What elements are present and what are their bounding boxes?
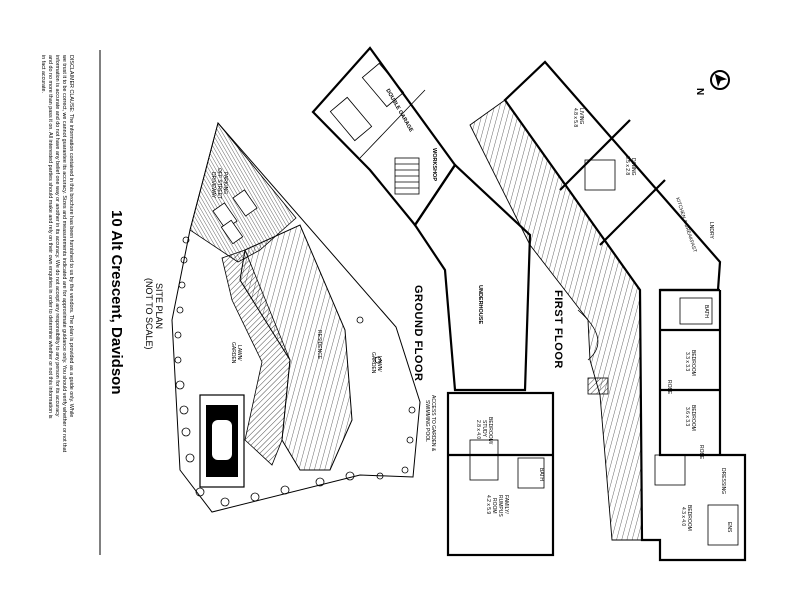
room-label: ROOM bbox=[491, 498, 497, 514]
car-icon bbox=[220, 219, 244, 245]
underhouse-walls bbox=[413, 163, 532, 392]
disclaimer-line-2: we trust it to be correct, we cannot gua… bbox=[61, 54, 67, 453]
disclaimer-line-1: DISCLAIMER CLAUSE: The information conta… bbox=[68, 55, 74, 417]
site-plan: DRIVEWAY OFF STREET PARKING RESIDENCE LA… bbox=[144, 121, 421, 513]
family-dim: 4.2 x 5.9 bbox=[485, 495, 491, 514]
access-label-b: SWIMMING POOL bbox=[424, 400, 430, 442]
north-label: N bbox=[694, 88, 705, 95]
workshop-label: WORKSHOP bbox=[431, 148, 437, 181]
dining-label: DINING bbox=[630, 158, 636, 176]
ensuite-room bbox=[707, 504, 739, 546]
car-icon bbox=[232, 189, 258, 217]
workshop-divider bbox=[359, 89, 426, 159]
lower-stairs bbox=[469, 439, 499, 481]
upper-bath-label: BATH bbox=[703, 305, 709, 318]
driveway-label: DRIVEWAY bbox=[210, 172, 216, 199]
car-icon bbox=[361, 62, 405, 108]
site-plan-title: SITE PLAN bbox=[154, 283, 164, 329]
page-title: 10 Alt Crescent, Davidson bbox=[108, 210, 125, 395]
kitchen-label: KITCHEN & BREAKFAST bbox=[674, 197, 697, 254]
residence-deck bbox=[221, 249, 291, 466]
site-plan-note: (NOT TO SCALE) bbox=[144, 278, 154, 350]
ground-stairs bbox=[394, 157, 420, 195]
lawn-garden-label-1b: GARDEN bbox=[370, 352, 376, 374]
site-boundary bbox=[171, 121, 421, 513]
bedroom3-label: BEDROOM bbox=[686, 505, 692, 531]
upper-stairs bbox=[584, 159, 616, 191]
living-label: LIVING bbox=[578, 108, 584, 125]
lawn-garden-label-1: LAWN/ bbox=[376, 356, 382, 372]
dressing-label: DRESSING bbox=[720, 468, 726, 494]
shrubs bbox=[174, 236, 416, 507]
disclaimer-line-5: in fact accurate. bbox=[40, 55, 46, 93]
dining-kitchen-wall bbox=[599, 179, 666, 246]
compass: N bbox=[694, 70, 730, 95]
bedroom1-dim: 3.3 x 3.3 bbox=[684, 352, 690, 371]
double-garage-label: DOUBLE GARAGE bbox=[384, 88, 414, 134]
bedroom3-dim: 4.3 x 4.0 bbox=[680, 507, 686, 526]
first-floor-title: FIRST FLOOR bbox=[552, 290, 564, 369]
ground-floor-title: GROUND FLOOR bbox=[412, 285, 424, 381]
bedroom2-label: BEDROOM bbox=[690, 405, 696, 431]
car-icon bbox=[329, 96, 373, 142]
bedroom1-label: BEDROOM bbox=[690, 350, 696, 376]
lower-bath-room bbox=[517, 457, 545, 489]
disclaimer-line-4: and do no more than pass it on. All inte… bbox=[47, 55, 53, 419]
access-label: ACCESS TO GARDEN & bbox=[430, 395, 436, 452]
deck-curve bbox=[577, 309, 599, 361]
bath-fixtures bbox=[679, 297, 713, 325]
first-floor-walls bbox=[503, 60, 747, 562]
disclaimer: DISCLAIMER CLAUSE: The information conta… bbox=[40, 54, 74, 453]
bedroom-study-dim: 2.8 x 4.0 bbox=[475, 420, 481, 439]
north-arrow-icon bbox=[714, 73, 728, 87]
underhouse-label: UNDERHOUSE bbox=[477, 285, 483, 324]
living-dim: 4.8 x 5.8 bbox=[572, 108, 578, 127]
upper-stairs-2 bbox=[654, 454, 686, 486]
residence-label: RESIDENCE bbox=[316, 330, 322, 360]
lower-rooms-walls bbox=[446, 391, 555, 557]
pool-shape bbox=[212, 420, 232, 460]
family-label: FAMILY/ bbox=[503, 495, 509, 514]
rumpus-label: RUMPUS bbox=[497, 495, 503, 517]
bedroom2-dim: 3.6 x 3.3 bbox=[684, 407, 690, 426]
lawn-garden-label-2: LAWN/ bbox=[236, 345, 242, 361]
bedroom-study-label: BEDROOM/ bbox=[487, 417, 493, 445]
robe1-label: ROBE bbox=[666, 380, 672, 395]
deck-stairs bbox=[587, 377, 609, 395]
off-street-label: OFF STREET bbox=[216, 168, 222, 199]
lower-bath-label: BATH bbox=[538, 468, 544, 481]
first-floor: LIVING 4.8 x 5.8 DINING 3.5 x 2.8 KITCHE… bbox=[469, 60, 747, 562]
bedroom-study-label-b: STUDY bbox=[481, 420, 487, 438]
disclaimer-line-3: information is accurate and do not have … bbox=[54, 55, 60, 417]
lawn-garden-label-2b: GARDEN bbox=[230, 342, 236, 364]
laundry-label: LNDRY bbox=[708, 222, 714, 240]
parking-label: PARKING bbox=[222, 172, 228, 194]
living-dining-wall bbox=[559, 119, 631, 191]
robe2-label: ROBE bbox=[698, 445, 704, 460]
ensuite-label: ENS bbox=[726, 522, 732, 533]
dining-dim: 3.5 x 2.8 bbox=[624, 156, 630, 175]
